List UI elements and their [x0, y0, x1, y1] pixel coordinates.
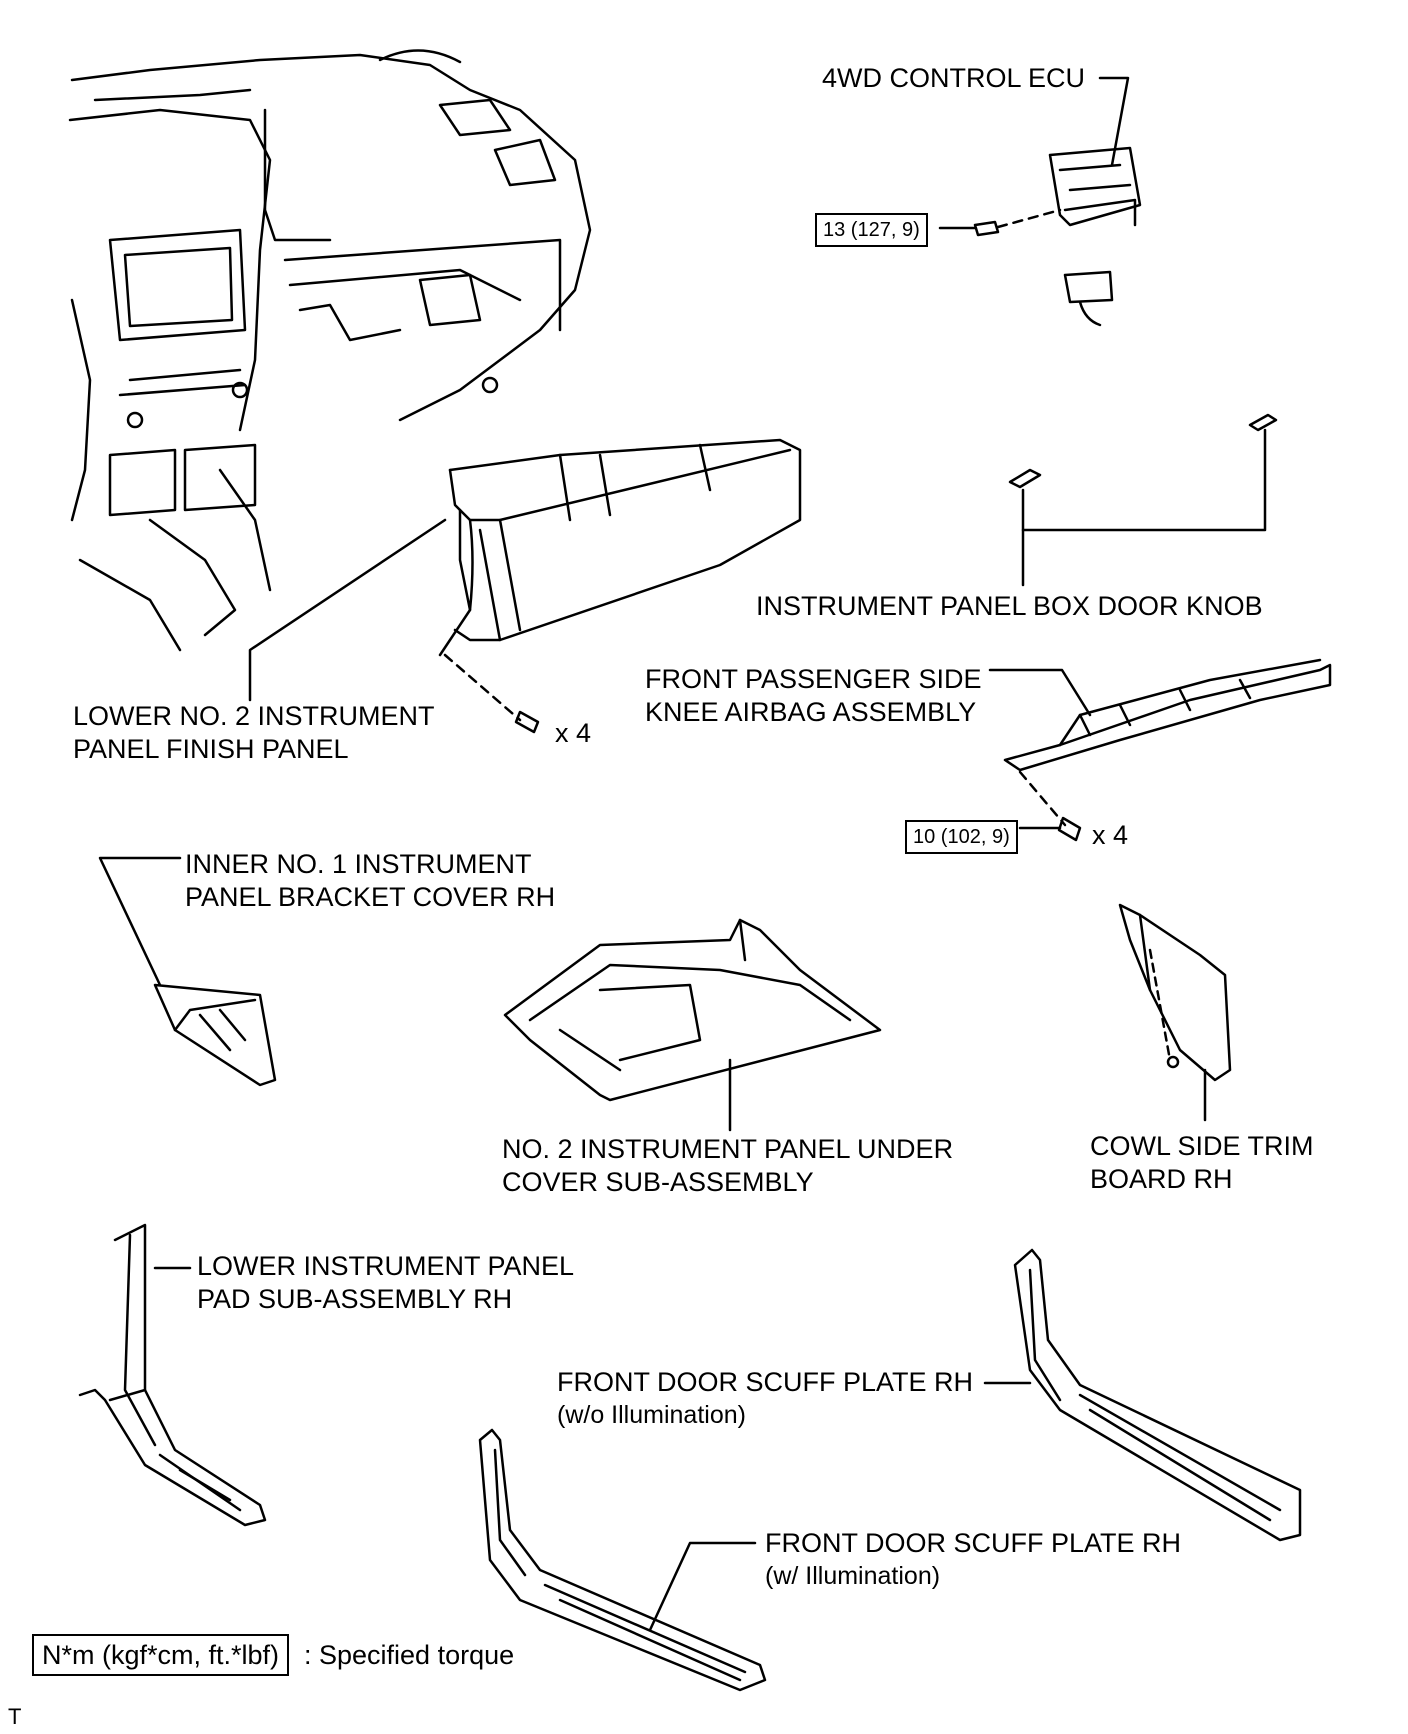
knee-airbag-leader	[988, 668, 1092, 717]
torque-legend-text: : Specified torque	[304, 1640, 515, 1670]
scuff-w-leader	[648, 1541, 757, 1632]
door-knob-label: INSTRUMENT PANEL BOX DOOR KNOB	[756, 591, 1263, 621]
under-cover-label-line1: NO. 2 INSTRUMENT PANEL UNDER	[502, 1134, 954, 1164]
pad-label-line1: LOWER INSTRUMENT PANEL	[197, 1251, 575, 1281]
finish-panel-label-line1: LOWER NO. 2 INSTRUMENT	[73, 701, 435, 731]
scuff-w-label-line1: FRONT DOOR SCUFF PLATE RH	[765, 1528, 1182, 1558]
finish-panel-screw-count: x 4	[555, 718, 592, 748]
cowl-trim-label-line2: BOARD RH	[1090, 1164, 1233, 1194]
corner-mark: T	[8, 1704, 22, 1729]
pad-illustration	[78, 1223, 267, 1527]
bracket-cover-label-line1: INNER NO. 1 INSTRUMENT	[185, 849, 532, 879]
ecu-label: 4WD CONTROL ECU	[822, 63, 1086, 93]
bracket-cover-label-line2: PANEL BRACKET COVER RH	[185, 882, 556, 912]
ecu-leader-line	[1098, 76, 1130, 167]
airbag-torque-spec: 10 (102, 9)	[905, 820, 1018, 854]
cowl-trim-illustration	[1118, 903, 1232, 1082]
knee-airbag-label-line1: FRONT PASSENGER SIDE	[645, 664, 982, 694]
door-knob-illustration	[1008, 413, 1278, 489]
finish-panel-leader	[248, 518, 447, 702]
ecu-illustration	[973, 146, 1142, 327]
glove-box-illustration	[438, 438, 802, 657]
under-cover-label-line2: COVER SUB-ASSEMBLY	[502, 1167, 814, 1197]
scuff-wo-label-line2: (w/o Illumination)	[557, 1401, 746, 1429]
airbag-bolt-line	[1018, 770, 1067, 827]
scuff-w-label-line2: (w/ Illumination)	[765, 1562, 941, 1590]
torque-legend-box: N*m (kgf*cm, ft.*lbf)	[32, 1634, 290, 1676]
bracket-cover-illustration	[153, 983, 277, 1087]
pad-label-line2: PAD SUB-ASSEMBLY RH	[197, 1284, 513, 1314]
scuff-wo-label-line1: FRONT DOOR SCUFF PLATE RH	[557, 1367, 974, 1397]
knee-airbag-illustration	[1003, 658, 1332, 772]
knob-leader-lines	[1021, 428, 1267, 532]
knee-airbag-label-line2: KNEE AIRBAG ASSEMBLY	[645, 697, 977, 727]
finish-panel-screw-line	[443, 653, 522, 722]
airbag-bolt	[1057, 816, 1082, 842]
under-cover-illustration	[503, 918, 882, 1102]
airbag-bolt-count: x 4	[1092, 820, 1129, 850]
scuff-plate-w-illustration	[478, 1428, 767, 1692]
dashboard-illustration	[68, 49, 592, 652]
cowl-trim-label-line1: COWL SIDE TRIM	[1090, 1131, 1314, 1161]
finish-panel-label-line2: PANEL FINISH PANEL	[73, 734, 349, 764]
finish-panel-screw	[514, 710, 540, 734]
bracket-cover-leader	[98, 856, 182, 987]
ecu-torque-spec: 13 (127, 9)	[815, 213, 928, 247]
scuff-plate-wo-illustration	[1013, 1248, 1302, 1542]
